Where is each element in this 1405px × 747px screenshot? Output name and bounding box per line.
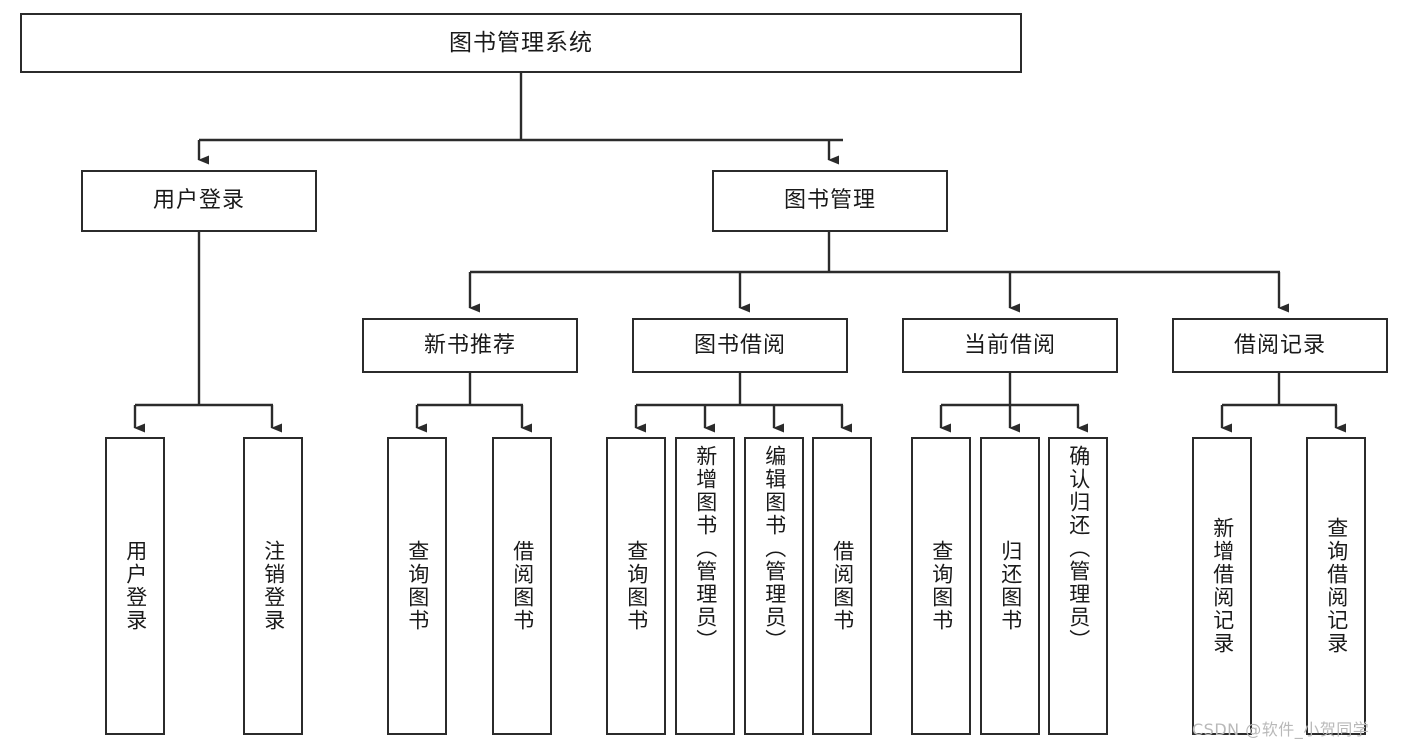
- node-label: 当前借阅: [963, 332, 1056, 358]
- leaf-borrow-book[interactable]: 借阅图书: [812, 437, 872, 735]
- node-label: 借阅图书: [510, 540, 535, 632]
- leaf-user-login[interactable]: 用户登录: [105, 437, 165, 735]
- node-label: 编辑图书（管理员）: [762, 445, 787, 652]
- node-label: 新增借阅记录: [1210, 517, 1235, 655]
- node-user-login[interactable]: 用户登录: [81, 170, 317, 232]
- connector-current-borrow-to-leaves: [939, 373, 1088, 433]
- node-label: 新书推荐: [423, 332, 516, 358]
- connector-borrow-record-to-leaves: [1220, 373, 1346, 433]
- node-label: 图书管理系统: [449, 29, 593, 56]
- leaf-query-borrow-record[interactable]: 查询借阅记录: [1306, 437, 1366, 735]
- node-book-management[interactable]: 图书管理: [712, 170, 948, 232]
- connector-root-to-level2: [197, 73, 843, 165]
- node-label: 用户登录: [123, 540, 148, 632]
- node-borrow-record[interactable]: 借阅记录: [1172, 318, 1388, 373]
- leaf-user-logout[interactable]: 注销登录: [243, 437, 303, 735]
- node-label: 借阅记录: [1233, 332, 1326, 358]
- node-label: 注销登录: [261, 540, 286, 632]
- node-label: 确认归还（管理员）: [1066, 445, 1091, 652]
- leaf-add-borrow-record[interactable]: 新增借阅记录: [1192, 437, 1252, 735]
- node-label: 查询图书: [929, 540, 954, 632]
- node-label: 新增图书（管理员）: [693, 445, 718, 652]
- connector-user-login-to-leaves: [133, 232, 282, 433]
- connector-book-borrow-to-leaves: [634, 373, 852, 433]
- node-root-system[interactable]: 图书管理系统: [20, 13, 1022, 73]
- leaf-borrow-book-recommend[interactable]: 借阅图书: [492, 437, 552, 735]
- leaf-edit-book-admin[interactable]: 编辑图书（管理员）: [744, 437, 804, 735]
- csdn-watermark: CSDN @软件_小贺同学: [1192, 720, 1370, 739]
- node-label: 用户登录: [152, 188, 245, 213]
- node-label: 图书管理: [783, 188, 876, 213]
- node-label: 查询图书: [624, 540, 649, 632]
- node-label: 查询借阅记录: [1324, 517, 1349, 655]
- node-new-book-recommend[interactable]: 新书推荐: [362, 318, 578, 373]
- leaf-add-book-admin[interactable]: 新增图书（管理员）: [675, 437, 735, 735]
- connector-new-book-to-leaves: [415, 373, 532, 433]
- leaf-return-book[interactable]: 归还图书: [980, 437, 1040, 735]
- node-label: 借阅图书: [830, 540, 855, 632]
- connector-book-mgmt-to-level3: [468, 232, 1289, 313]
- node-label: 查询图书: [405, 540, 430, 632]
- leaf-query-book-current[interactable]: 查询图书: [911, 437, 971, 735]
- node-label: 归还图书: [998, 540, 1023, 632]
- leaf-query-book-recommend[interactable]: 查询图书: [387, 437, 447, 735]
- node-label: 图书借阅: [693, 332, 786, 358]
- leaf-query-book-borrow[interactable]: 查询图书: [606, 437, 666, 735]
- node-book-borrow[interactable]: 图书借阅: [632, 318, 848, 373]
- leaf-confirm-return-admin[interactable]: 确认归还（管理员）: [1048, 437, 1108, 735]
- node-current-borrow[interactable]: 当前借阅: [902, 318, 1118, 373]
